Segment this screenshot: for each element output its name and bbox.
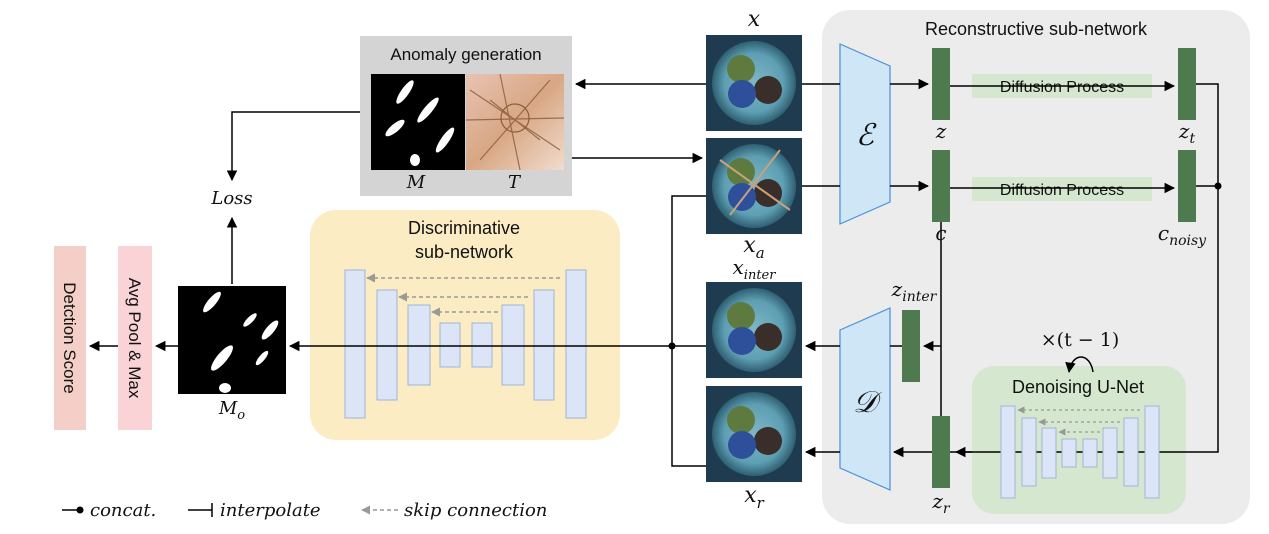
denoising-title: Denoising U-Net (1012, 377, 1144, 397)
unet-block-1 (1000, 405, 1016, 499)
diffusion-process-bottom (972, 177, 1152, 201)
anomaly-generation-title: Anomaly generation (390, 45, 541, 64)
latent-c-noisy (1178, 150, 1196, 222)
unet-block-3 (1041, 427, 1057, 479)
disc-skip-connections (366, 273, 560, 317)
avg-pool-label: Avg Pool & Max (125, 278, 144, 399)
decoder-block (839, 307, 891, 491)
latent-z-r (932, 416, 950, 488)
detection-score-label: Detction Score (60, 282, 79, 394)
diffusion-top-label: Diffusion Process (1000, 79, 1124, 96)
concat-dot-right (1214, 182, 1222, 190)
z-inter-label: zinter (891, 277, 938, 305)
mo-label: Mo (218, 398, 245, 423)
output-mask-strokes (203, 291, 279, 393)
denoising-unet-blocks (1000, 405, 1160, 499)
disc-block-5 (471, 322, 493, 368)
disc-block-8 (565, 269, 587, 419)
mask-label: M (406, 172, 426, 193)
latent-c (932, 150, 950, 222)
z-t-label: zt (1178, 119, 1196, 147)
concat-line-xa (671, 195, 706, 467)
disc-block-3 (407, 304, 431, 386)
image-x (706, 35, 802, 131)
output-mask-mo (178, 286, 286, 394)
unet-block-4 (1061, 438, 1077, 468)
unet-block-5 (1082, 438, 1098, 468)
z-label: z (935, 119, 947, 143)
repeat-loop-arrow (1065, 356, 1094, 374)
x-a-label: xa (743, 233, 764, 262)
discriminative-title-line2: sub-network (415, 242, 514, 262)
z-r-label: zr (931, 489, 951, 517)
reconstructive-title: Reconstructive sub-network (925, 19, 1148, 39)
arrow-anomaly-to-loss (226, 111, 360, 182)
x-label: x (748, 7, 761, 32)
encoder-label: ℰ (856, 118, 877, 153)
legend-interpolate-label: interpolate (220, 500, 321, 521)
loss-label: Loss (210, 188, 252, 209)
discriminative-title-line1: Discriminative (408, 218, 520, 238)
c-noisy-label: cnoisy (1158, 221, 1207, 249)
disc-block-6 (501, 304, 525, 386)
discriminative-unet (344, 269, 587, 419)
legend-concat-label: concat. (90, 500, 156, 521)
unet-skip-connections (1017, 406, 1140, 436)
diffusion-bottom-label: Diffusion Process (1000, 182, 1124, 199)
disc-block-4 (439, 322, 461, 368)
avg-pool-box (118, 246, 152, 430)
texture-image (466, 74, 564, 170)
texture-label: T (508, 172, 522, 193)
unet-block-7 (1123, 417, 1139, 487)
detection-score-box (54, 246, 86, 430)
encoder-block (839, 43, 891, 225)
latent-z-t (1178, 48, 1196, 120)
latent-z (932, 48, 950, 120)
disc-block-2 (376, 289, 398, 401)
x-r-label: xr (744, 483, 764, 512)
disc-block-7 (533, 289, 555, 401)
image-x-a (706, 138, 802, 234)
concat-dot-disc (668, 342, 676, 350)
image-x-inter (706, 282, 802, 378)
texture-pattern (465, 73, 565, 171)
unet-block-2 (1021, 417, 1037, 487)
legend-skip-label: skip connection (404, 500, 547, 521)
latent-z-inter (902, 310, 920, 382)
legend: concat. interpolate skip connection (62, 500, 547, 521)
unet-block-6 (1102, 427, 1118, 479)
image-x-r (706, 386, 802, 482)
disc-block-1 (344, 269, 366, 419)
repeat-label: ×(t − 1) (1041, 329, 1119, 351)
mask-anomaly-strokes (385, 80, 455, 166)
unet-block-8 (1144, 405, 1160, 499)
x-inter-label: xinter (733, 255, 777, 283)
